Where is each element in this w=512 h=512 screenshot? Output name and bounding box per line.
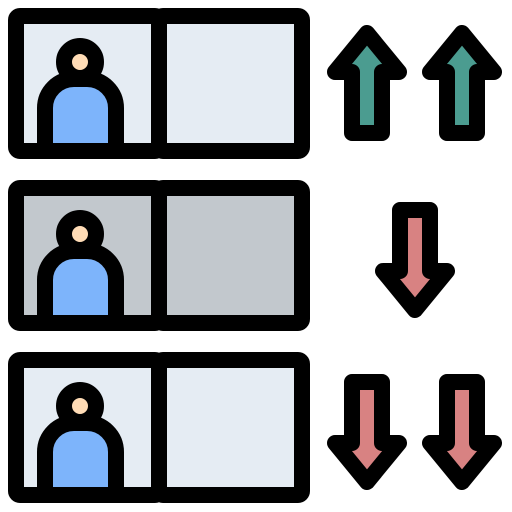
row-1 (8, 8, 502, 159)
row-3 (8, 352, 502, 503)
up-arrow-icon (327, 25, 407, 141)
person-body-icon (37, 415, 124, 503)
person-body-icon (37, 71, 124, 159)
down-arrow-icon (422, 374, 502, 490)
profile-card-icon (8, 180, 310, 331)
card-right-panel (151, 352, 310, 503)
person-body-icon (37, 243, 124, 331)
card-right-panel (151, 180, 310, 331)
person-head-icon (56, 38, 104, 86)
up-arrow-icon (422, 25, 502, 141)
down-arrow-icon (327, 374, 407, 490)
down-arrow-icon (375, 202, 455, 318)
profile-card-icon (8, 352, 310, 503)
profile-card-icon (8, 8, 310, 159)
card-right-panel (151, 8, 310, 159)
person-head-icon (56, 382, 104, 430)
row-2 (8, 180, 455, 331)
person-head-icon (56, 210, 104, 258)
